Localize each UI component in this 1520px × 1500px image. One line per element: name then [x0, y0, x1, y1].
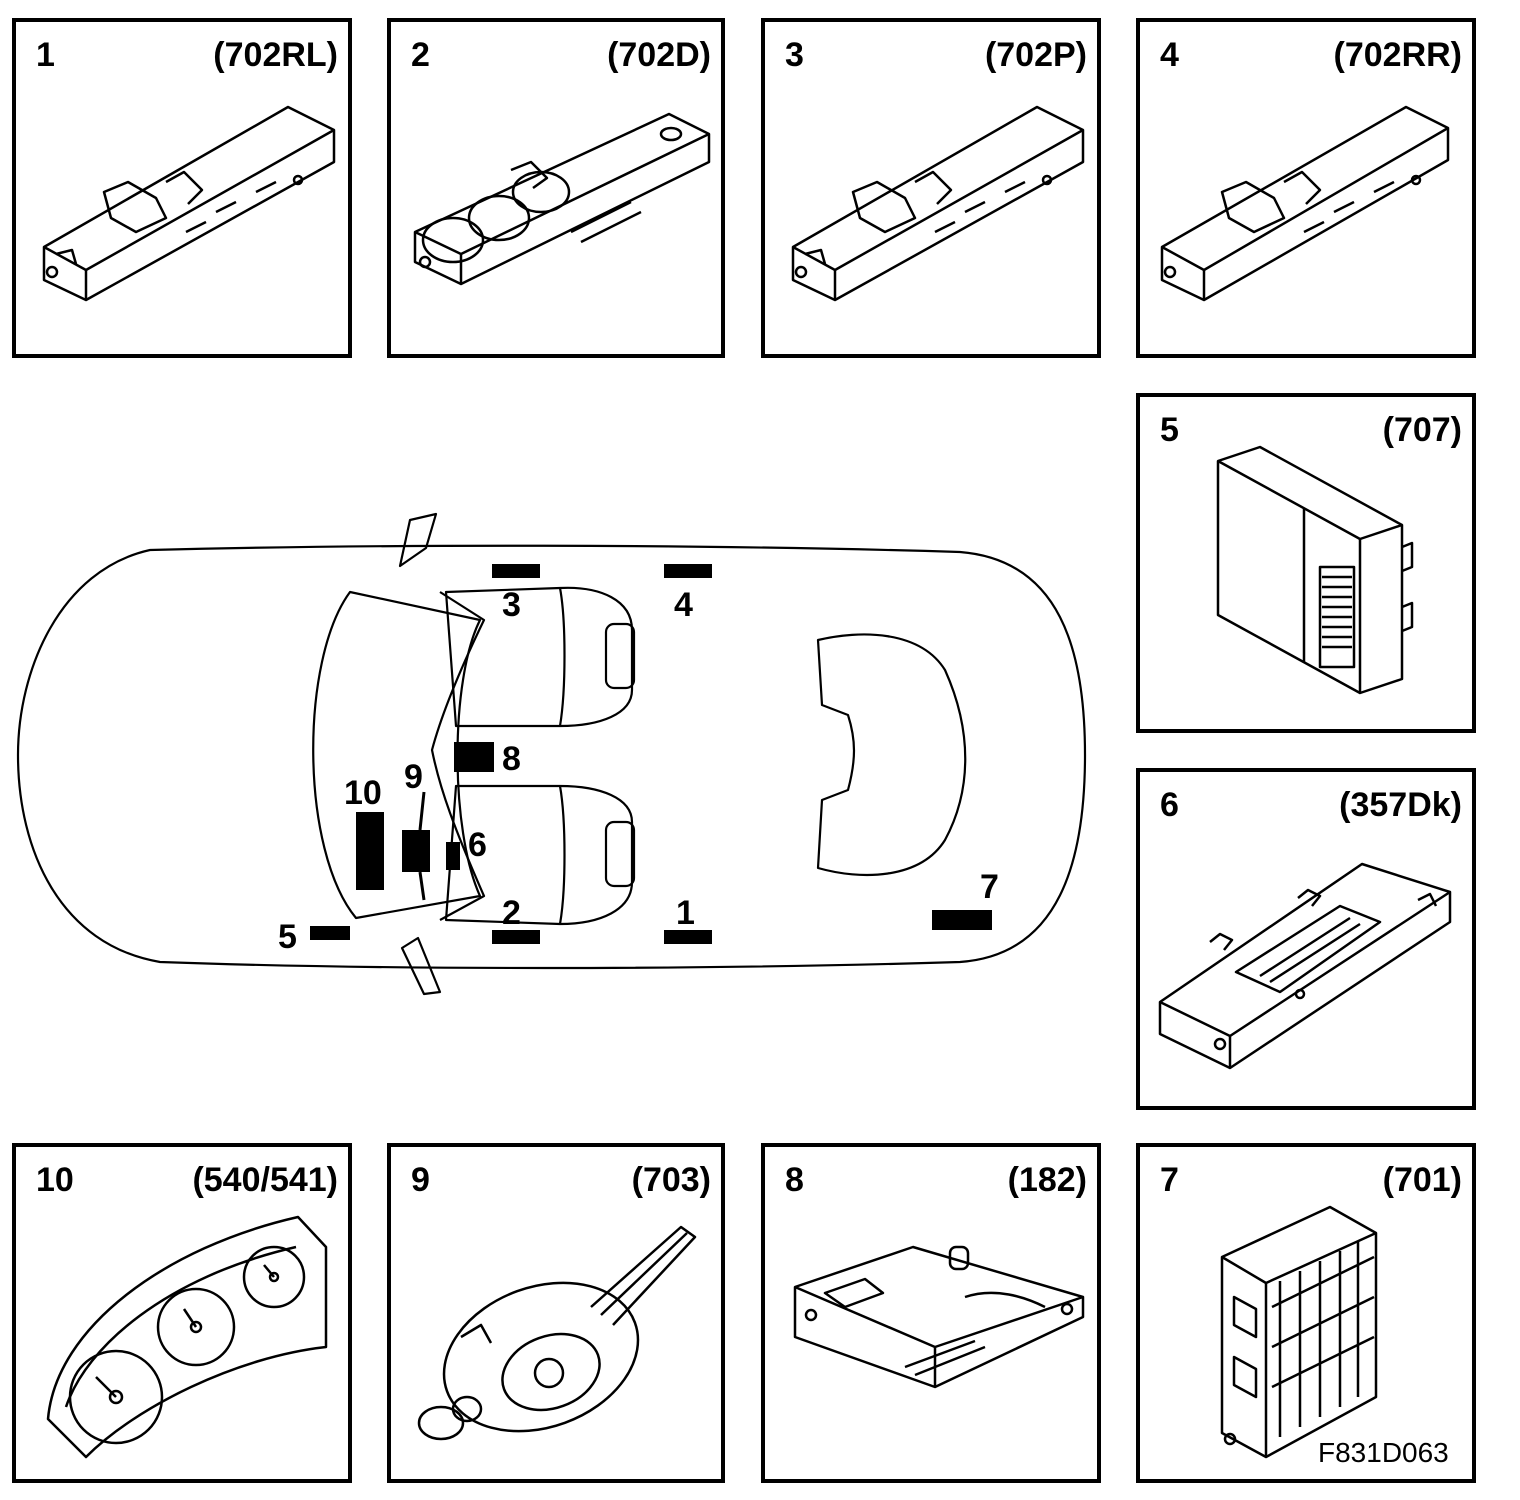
- component-number: 3: [785, 36, 804, 74]
- steering-column-switch-icon: [417, 1225, 697, 1441]
- car-marker-7-label: 7: [980, 868, 999, 906]
- component-panel-9: 9 (703): [387, 1143, 725, 1483]
- instrument-cluster-icon: [46, 1215, 328, 1459]
- car-body-outline: [16, 544, 1087, 970]
- car-marker-2-label: 2: [502, 894, 521, 932]
- window-switch-icon: [42, 105, 336, 302]
- car-marker-4-label: 4: [674, 586, 693, 624]
- component-number: 1: [36, 36, 55, 74]
- car-marker-5-bar: [310, 926, 350, 940]
- component-code: (701): [1382, 1161, 1462, 1199]
- car-marker-4-bar: [664, 564, 712, 578]
- front-seat-passenger: [444, 586, 634, 728]
- mirror-left: [398, 512, 438, 568]
- component-number: 4: [1160, 36, 1179, 74]
- car-marker-1-label: 1: [676, 894, 695, 932]
- car-marker-7-bar: [932, 910, 992, 930]
- component-panel-8: 8 (182): [761, 1143, 1101, 1483]
- component-code: (182): [1007, 1161, 1087, 1199]
- component-number: 5: [1160, 411, 1179, 449]
- windshield: [312, 590, 482, 920]
- car-marker-1-bar: [664, 930, 712, 944]
- component-panel-5: 5 (707): [1136, 393, 1476, 733]
- component-panel-10: 10 (540/541): [12, 1143, 352, 1483]
- car-marker-6-bar: [446, 842, 460, 870]
- car-marker-8-bar: [454, 742, 494, 772]
- car-marker-8-label: 8: [502, 740, 521, 778]
- control-module-icon: [793, 1245, 1085, 1389]
- component-number: 9: [411, 1161, 430, 1199]
- rear-window: [816, 633, 967, 877]
- component-panel-4: 4 (702RR): [1136, 18, 1476, 358]
- component-number: 8: [785, 1161, 804, 1199]
- car-marker-9-label: 9: [404, 758, 423, 796]
- component-number: 6: [1160, 786, 1179, 824]
- component-panel-1: 1 (702RL): [12, 18, 352, 358]
- component-code: (707): [1382, 411, 1462, 449]
- car-marker-10-label: 10: [344, 774, 382, 812]
- control-unit-icon: [1158, 862, 1452, 1070]
- car-marker-3-bar: [492, 564, 540, 578]
- component-code: (702RR): [1333, 36, 1462, 74]
- component-code: (540/541): [192, 1161, 338, 1199]
- component-code: (703): [631, 1161, 711, 1199]
- control-module-icon: [1216, 445, 1414, 695]
- component-panel-3: 3 (702P): [761, 18, 1101, 358]
- car-marker-6-label: 6: [468, 826, 487, 864]
- component-code: (702RL): [213, 36, 338, 74]
- car-marker-9-bar: [402, 830, 430, 872]
- car-marker-2-bar: [492, 930, 540, 944]
- car-top-view: 3 4 8 10 9 6 5 2 1 7: [16, 512, 1087, 996]
- car-marker-5-label: 5: [278, 918, 297, 956]
- car-marker-10-bar: [356, 812, 384, 890]
- car-marker-3-label: 3: [502, 586, 521, 624]
- component-number: 10: [36, 1161, 74, 1199]
- component-panel-6: 6 (357Dk): [1136, 768, 1476, 1110]
- window-switch-icon: [791, 105, 1085, 302]
- figure-id: F831D063: [1318, 1437, 1449, 1468]
- mirror-right: [400, 936, 442, 996]
- fuse-relay-box-icon: [1220, 1205, 1378, 1459]
- component-number: 7: [1160, 1161, 1179, 1199]
- window-switch-icon: [1160, 105, 1450, 302]
- component-code: (702P): [984, 36, 1087, 74]
- component-panel-2: 2 (702D): [387, 18, 725, 358]
- component-code: (702D): [607, 36, 711, 74]
- component-code: (357Dk): [1339, 786, 1462, 824]
- driver-window-switch-icon: [413, 112, 711, 286]
- component-panel-7: 7 (701): [1136, 1143, 1476, 1483]
- component-number: 2: [411, 36, 430, 74]
